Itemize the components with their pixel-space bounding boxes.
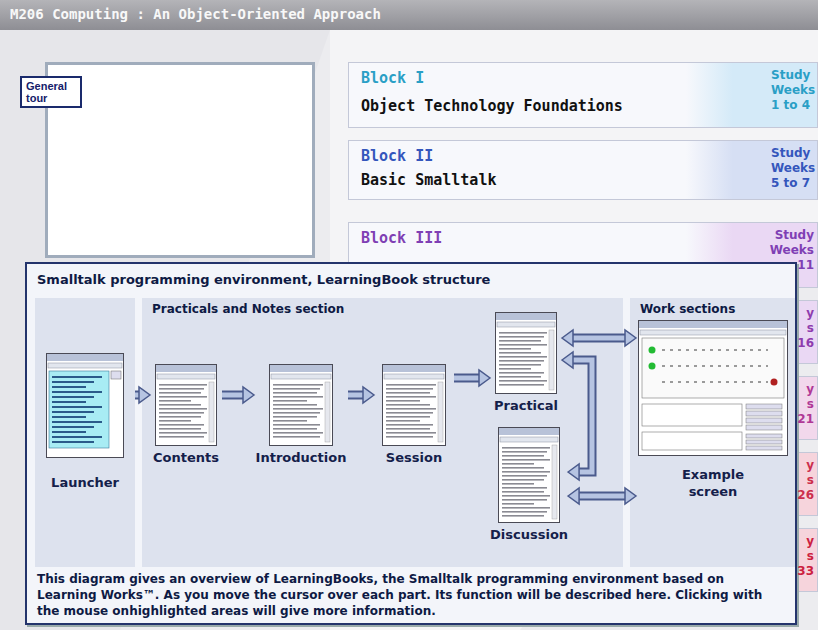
study-weeks: y s 16 (796, 306, 814, 351)
screen-item: Session (374, 364, 454, 466)
arrow-head (625, 330, 636, 346)
flow-arrow (562, 330, 636, 346)
title-bar: M206 Computing : An Object-Oriented Appr… (0, 0, 818, 30)
flow-arrow (562, 352, 592, 480)
item-label: Example screen (663, 466, 763, 500)
block-title: Basic Smalltalk (361, 171, 496, 189)
arrow-shaft (454, 376, 481, 381)
arrow-shaft (135, 391, 141, 400)
popup-caption: This diagram gives an overview of Learni… (37, 571, 785, 619)
arrow-shaft (348, 393, 365, 398)
arrow-shaft (454, 374, 481, 383)
item-label: Practical (490, 397, 562, 414)
popup-panel: Smalltalk programming environment, Learn… (25, 262, 797, 625)
flow-arrow (454, 370, 490, 386)
section-heading: Work sections (640, 302, 735, 316)
arrow-shaft (571, 360, 592, 472)
flow-arrow (568, 488, 636, 504)
arrow-head (479, 370, 490, 386)
arrow-shaft (571, 360, 592, 472)
section-panel: Launcher (35, 298, 135, 567)
screen-item: Contents (150, 364, 222, 466)
screen-item: Discussion (490, 427, 568, 543)
study-weeks: y s 33 (796, 534, 814, 579)
arrow-shaft (577, 494, 627, 499)
flow-arrow (222, 387, 254, 403)
item-label: Discussion (490, 526, 568, 543)
window-thumbnail (269, 364, 333, 446)
block-card: Block II Basic Smalltalk Study Weeks 5 to … (348, 140, 818, 200)
block-number: Block II (361, 147, 433, 165)
button-label: General tour (26, 80, 76, 104)
arrow-shaft (348, 391, 365, 400)
arrow-shaft (577, 492, 627, 501)
course-title: M206 Computing : An Object-Oriented Appr… (10, 6, 381, 22)
arrow-head (363, 387, 374, 403)
window-thumbnail (382, 364, 446, 446)
arrow-head (562, 352, 573, 368)
window-thumbnail (638, 320, 788, 456)
section-panel: Practicals and Notes sectionContents Intr… (142, 298, 623, 567)
study-weeks: Study Weeks 5 to 7 (771, 146, 818, 191)
arrow-head (139, 387, 150, 403)
arrow-shaft (222, 391, 245, 400)
flow-arrow (135, 387, 150, 403)
arrow-head (568, 488, 579, 504)
arrow-shaft (222, 393, 245, 398)
screen-item: Introduction (254, 364, 348, 466)
item-label: Session (374, 449, 454, 466)
study-weeks: y s 21 (796, 382, 814, 427)
arrow-shaft (571, 336, 627, 341)
window-thumbnail (46, 353, 124, 458)
screen-item: Practical (490, 312, 562, 414)
block-number: Block I (361, 69, 424, 87)
item-label: Contents (150, 449, 222, 466)
window-thumbnail (498, 427, 560, 523)
item-label: Launcher (35, 474, 135, 491)
window-thumbnail (155, 364, 217, 446)
tour-button: General tour (20, 76, 82, 108)
arrow-shaft (571, 334, 627, 343)
section-panel: Work sectionsExample screen (630, 298, 795, 567)
arrow-head (568, 464, 579, 480)
block-card: Block I Object Technology Foundations Stud… (348, 62, 818, 128)
screen-item: Example screen (636, 320, 790, 500)
arrow-head (562, 330, 573, 346)
window-thumbnail (495, 312, 557, 394)
section-heading: Practicals and Notes section (152, 302, 344, 316)
arrow-head (625, 488, 636, 504)
block-number: Block III (361, 229, 442, 247)
item-label: Introduction (254, 449, 348, 466)
study-weeks: Study Weeks 11 (764, 228, 814, 273)
arrow-head (243, 387, 254, 403)
flow-arrow (348, 387, 374, 403)
preview-frame (45, 62, 315, 258)
popup-title: Smalltalk programming environment, Learn… (37, 272, 490, 287)
study-weeks: y s 26 (796, 458, 814, 503)
study-weeks: Study Weeks 1 to 4 (771, 68, 818, 113)
arrow-shaft (135, 393, 141, 398)
block-title: Object Technology Foundations (361, 97, 623, 115)
